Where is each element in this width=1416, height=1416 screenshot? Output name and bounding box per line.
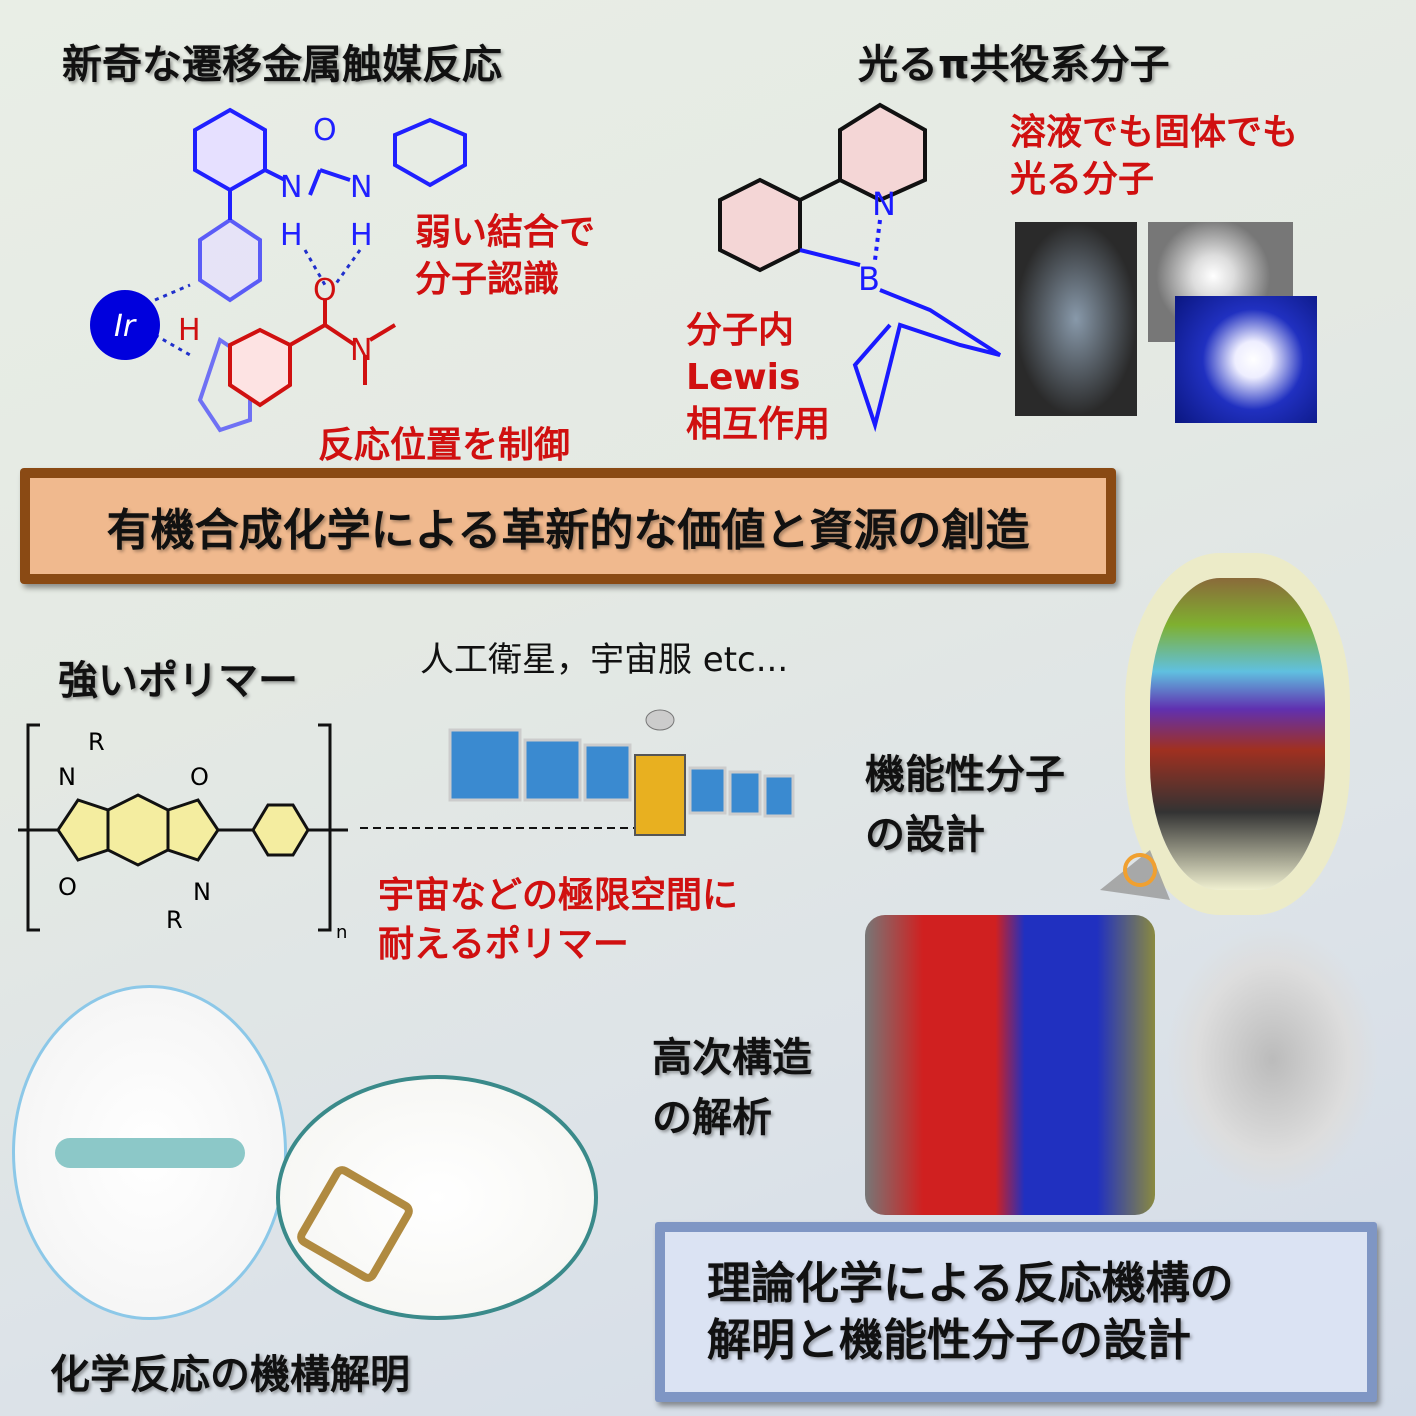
- solid-uv-photo: [1175, 296, 1317, 423]
- note-line: 光る分子: [1010, 158, 1155, 200]
- note-line: 分子内: [686, 310, 795, 351]
- note-line: 弱い結合で: [415, 212, 596, 253]
- polymer-structure: R N O O N R n: [18, 723, 348, 940]
- note-line: 宇宙などの極限空間に: [378, 875, 739, 916]
- protein-surface-image: [1150, 578, 1325, 890]
- boron-molecule-diagram: N B: [718, 102, 1002, 433]
- design-label: 機能性分子 の設計: [865, 745, 1065, 865]
- label-line: の解析: [652, 1095, 772, 1141]
- atom-n: N: [58, 763, 76, 791]
- label-line: 機能性分子: [865, 752, 1065, 798]
- structure-label: 高次構造 の解析: [652, 1028, 812, 1148]
- note-line: Lewis: [686, 356, 801, 398]
- atom-o: O: [190, 763, 209, 791]
- atom-r: R: [88, 728, 105, 756]
- organic-synthesis-banner: 有機合成化学による革新的な価値と資源の創造: [20, 468, 1116, 584]
- luminescent-title: 光るπ共役系分子: [858, 42, 1170, 88]
- note-line: 溶液でも固体でも: [1010, 112, 1299, 153]
- catalysis-title: 新奇な遷移金属触媒反応: [62, 42, 502, 88]
- polymer-title: 強いポリマー: [58, 658, 298, 704]
- label-line: の設計: [865, 812, 985, 858]
- solution-photo: [1015, 222, 1137, 416]
- lewis-note: 分子内 Lewis 相互作用: [686, 308, 830, 448]
- urea-molecule-diagram: Ir N N O H H O N H: [90, 107, 467, 433]
- recognition-note: 弱い結合で 分子認識: [415, 210, 595, 304]
- emission-note: 溶液でも固体でも 光る分子: [1010, 110, 1298, 204]
- atom-o: O: [58, 873, 77, 901]
- satellite-illustration: [360, 709, 795, 836]
- atom-o: O: [313, 113, 337, 148]
- banner-text: 有機合成化学による革新的な価値と資源の創造: [30, 478, 1106, 574]
- regio-control-note: 反応位置を制御: [318, 425, 571, 466]
- atom-n: N: [350, 170, 372, 205]
- solvent-simulation-image: [12, 985, 287, 1320]
- box-line: 解明と機能性分子の設計: [707, 1315, 1191, 1366]
- theoretical-chemistry-box: 理論化学による反応機構の 解明と機能性分子の設計: [655, 1222, 1377, 1402]
- atom-n: N: [872, 185, 896, 223]
- arrow-up-icon: [1100, 850, 1170, 900]
- label-line: 高次構造: [652, 1035, 812, 1081]
- atom-n: N: [280, 170, 302, 205]
- atom-b: B: [858, 260, 880, 298]
- atom-h: H: [350, 218, 373, 253]
- box-line: 理論化学による反応機構の: [707, 1257, 1234, 1309]
- atom-o: O: [313, 273, 337, 308]
- atom-n: N: [350, 333, 372, 368]
- atom-r: R: [166, 906, 183, 934]
- mechanism-label: 化学反応の機構解明: [50, 1352, 410, 1398]
- iridium-label: Ir: [114, 309, 137, 344]
- note-line: 相互作用: [686, 403, 831, 445]
- protein-ribbon-image: [1165, 925, 1380, 1195]
- applications-text: 人工衛星，宇宙服 etc...: [420, 640, 789, 680]
- protein-complex-image: [865, 915, 1155, 1215]
- repeat-subscript: n: [336, 922, 347, 940]
- atom-h: H: [280, 218, 303, 253]
- note-line: 耐えるポリマー: [378, 923, 629, 965]
- reaction-simulation-image: [276, 1075, 598, 1320]
- polymer-note: 宇宙などの極限空間に 耐えるポリマー: [378, 872, 738, 969]
- note-line: 分子認識: [415, 258, 560, 300]
- atom-n: N: [193, 878, 211, 906]
- atom-h: H: [178, 313, 201, 348]
